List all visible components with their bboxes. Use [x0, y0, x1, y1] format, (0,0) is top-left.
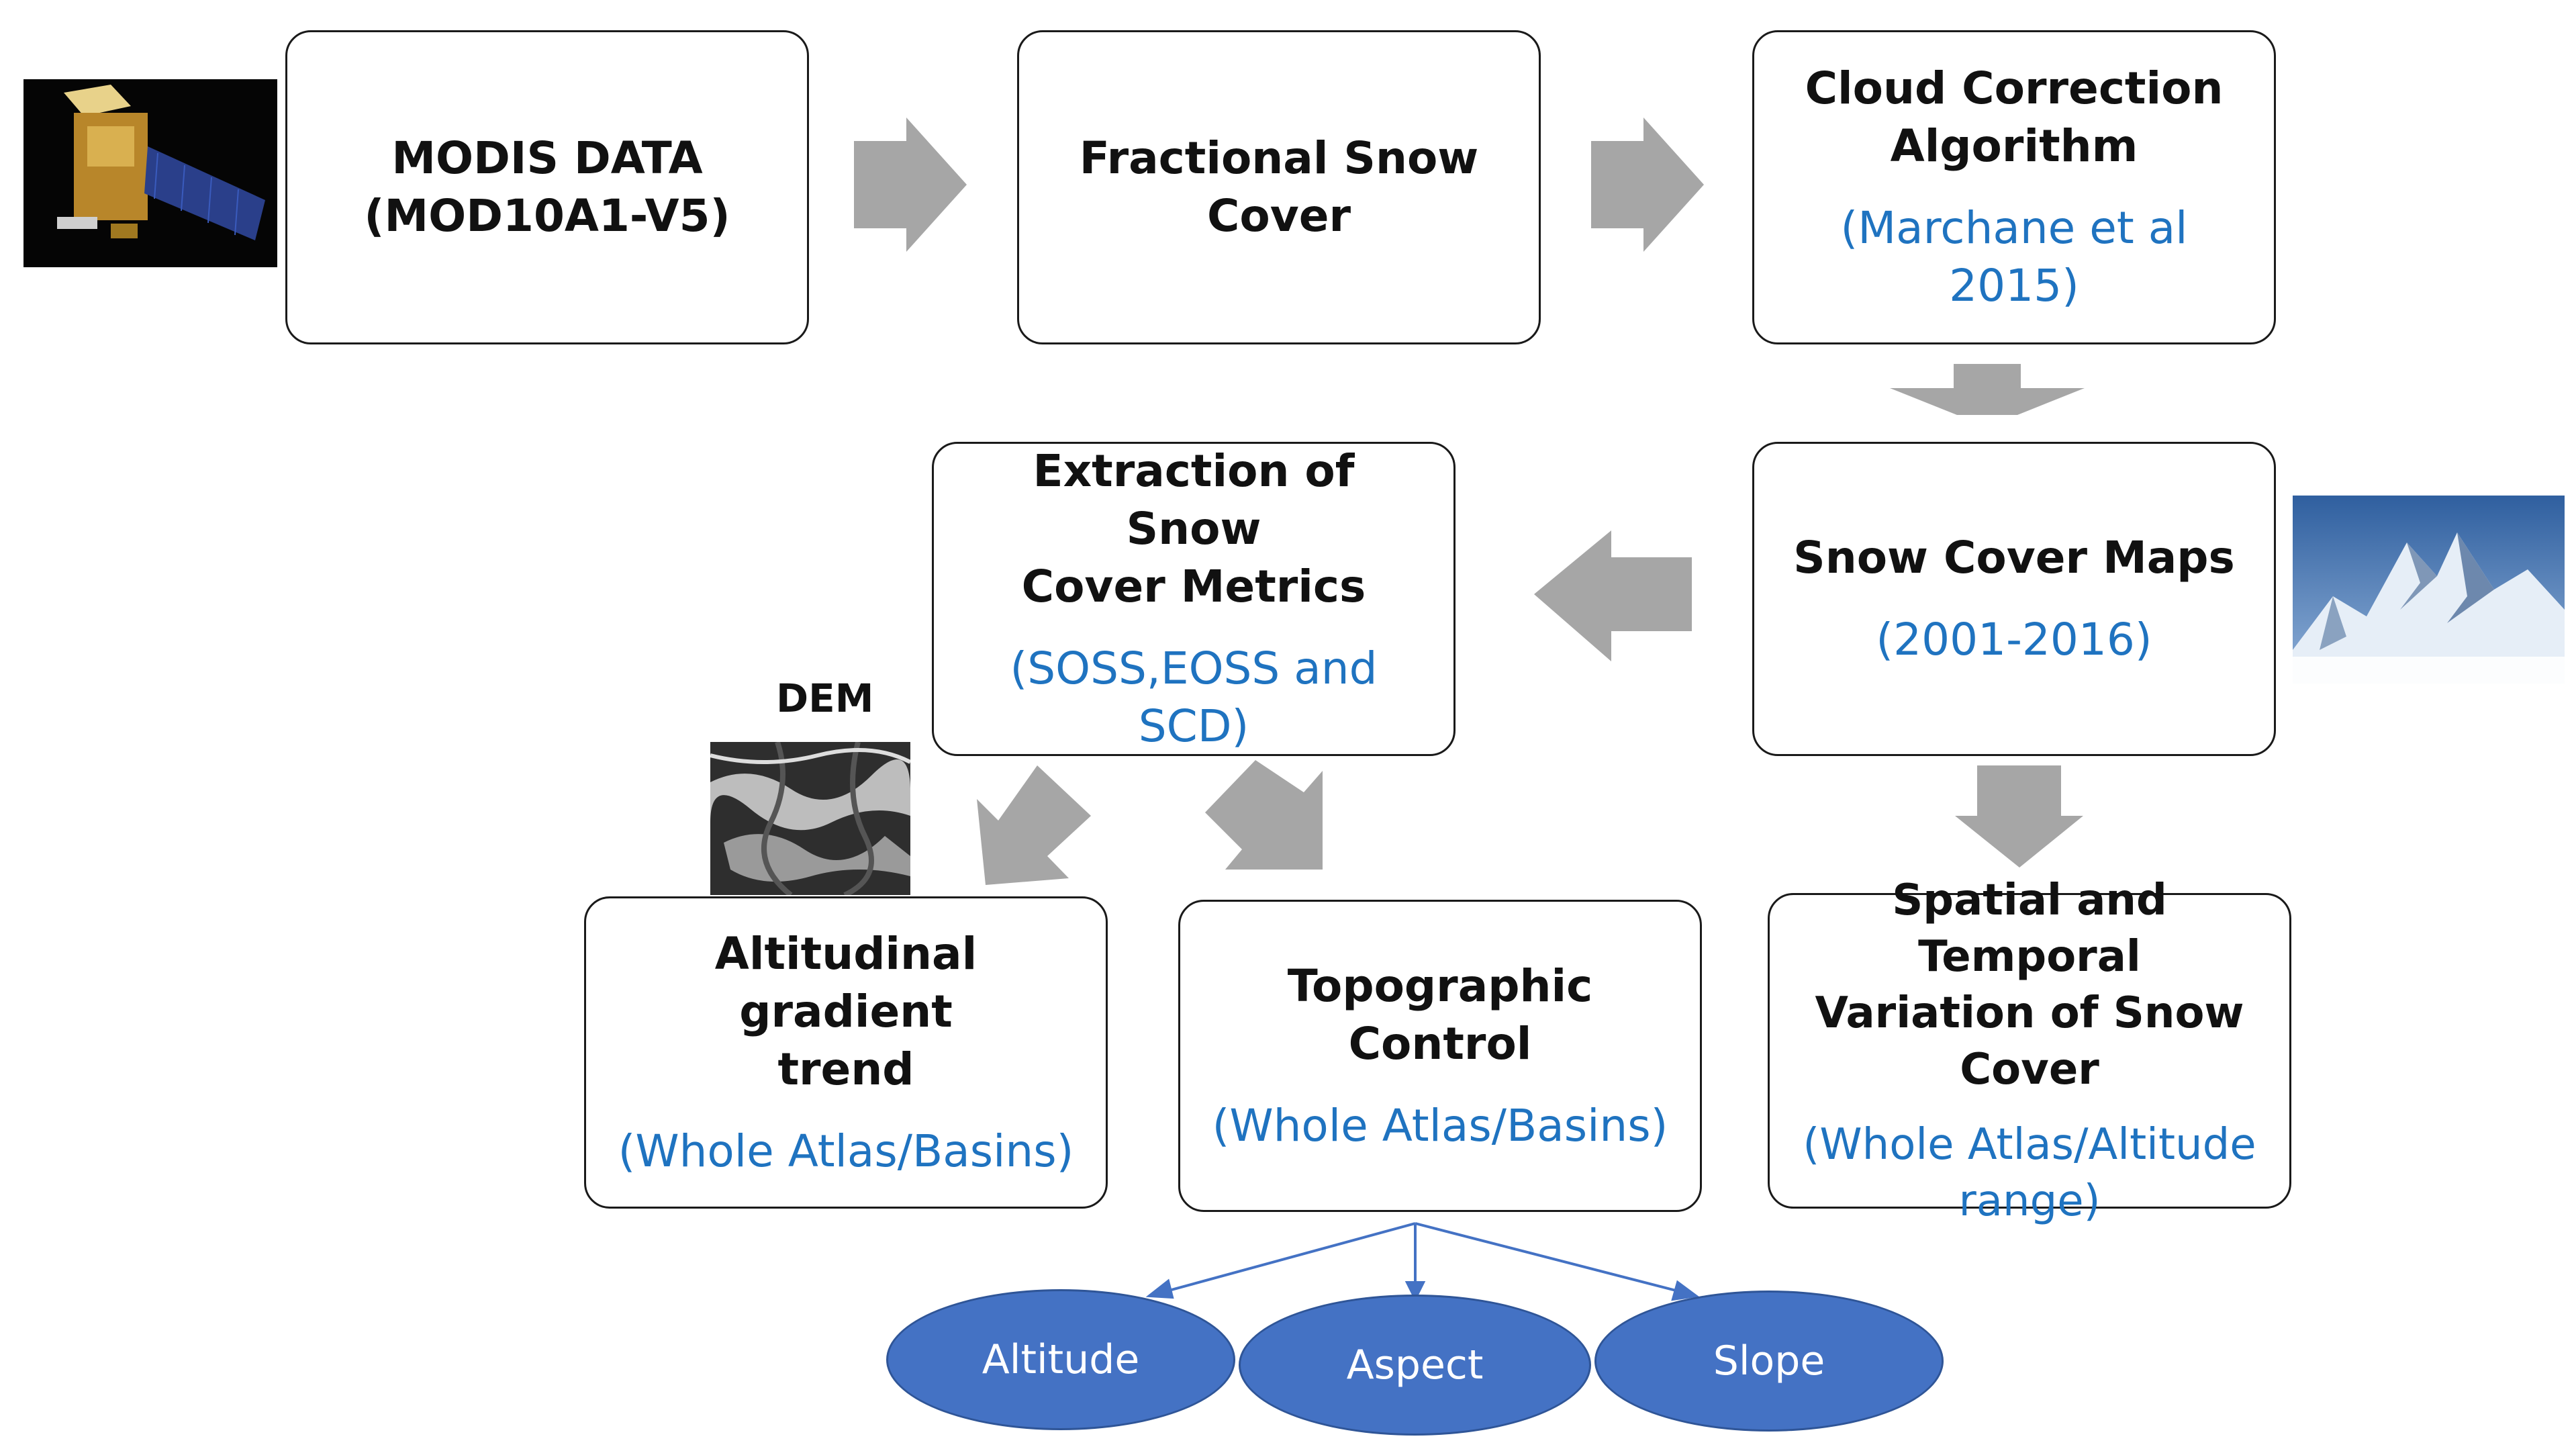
box-fractional-snow-cover: Fractional Snow Cover	[1017, 30, 1541, 344]
arrow-left-1	[1534, 530, 1692, 661]
box-maps-sub: (2001-2016)	[1876, 614, 2152, 665]
arrow-down-2	[1955, 765, 2083, 868]
ellipse-altitude-label: Altitude	[982, 1336, 1140, 1383]
dem-label: DEM	[776, 675, 874, 721]
arrow-down-1	[1890, 364, 2085, 415]
arrow-right-1	[854, 118, 967, 252]
box-topographic-control: Topographic Control (Whole Atlas/Basins)	[1178, 900, 1702, 1212]
connector-altitude-head	[1145, 1278, 1174, 1299]
box-modis-data: MODIS DATA (MOD10A1-V5)	[285, 30, 809, 344]
connector-altitude	[1161, 1222, 1416, 1294]
dem-icon	[710, 742, 910, 895]
box-spatial-temporal: Spatial and Temporal Variation of Snow C…	[1768, 876, 2291, 1226]
connector-group	[1145, 1222, 1700, 1302]
box-modis-title: MODIS DATA (MOD10A1-V5)	[364, 132, 730, 242]
ellipse-slope-label: Slope	[1713, 1338, 1825, 1385]
box-cloud-title: Cloud Correction Algorithm	[1805, 62, 2224, 172]
arrow-diag-right	[1205, 760, 1323, 870]
arrow-right-2	[1591, 118, 1704, 252]
snowy-mountain-icon	[2293, 496, 2565, 684]
box-fsc-title: Fractional Snow Cover	[1079, 132, 1479, 242]
box-topo-sub: (Whole Atlas/Basins)	[1212, 1099, 1668, 1152]
box-metrics-title: Extraction of Snow Cover Metrics	[1021, 445, 1366, 612]
connector-slope	[1415, 1222, 1684, 1294]
box-spatial-sub: (Whole Atlas/Altitude range)	[1803, 1120, 2256, 1226]
connector-aspect-head	[1404, 1281, 1426, 1302]
box-metrics-sub: (SOSS,EOSS and SCD)	[1010, 643, 1378, 752]
box-altgrad-title: Altitudinal gradient trend	[714, 927, 977, 1095]
box-maps-title: Snow Cover Maps	[1793, 532, 2235, 583]
connector-slope-head	[1671, 1280, 1700, 1301]
box-altgrad-sub: (Whole Atlas/Basins)	[618, 1125, 1074, 1177]
box-snow-cover-maps: Snow Cover Maps (2001-2016)	[1752, 442, 2276, 756]
box-cloud-correction: Cloud Correction Algorithm (Marchane et …	[1752, 30, 2276, 344]
box-altitudinal-gradient: Altitudinal gradient trend (Whole Atlas/…	[584, 896, 1108, 1209]
box-spatial-title: Spatial and Temporal Variation of Snow C…	[1815, 876, 2244, 1094]
arrow-diag-left	[977, 765, 1091, 885]
box-cloud-sub: (Marchane et al 2015)	[1840, 202, 2188, 312]
mountain-image	[2293, 496, 2565, 684]
ellipse-altitude: Altitude	[886, 1289, 1235, 1430]
box-extraction-metrics: Extraction of Snow Cover Metrics (SOSS,E…	[932, 442, 1456, 756]
ellipse-slope: Slope	[1594, 1291, 1944, 1432]
ellipse-aspect-label: Aspect	[1346, 1342, 1484, 1389]
dem-image	[710, 742, 910, 895]
box-topo-title: Topographic Control	[1287, 959, 1593, 1070]
ellipse-aspect: Aspect	[1239, 1295, 1591, 1436]
satellite-icon	[57, 85, 265, 240]
satellite-image	[23, 79, 277, 267]
